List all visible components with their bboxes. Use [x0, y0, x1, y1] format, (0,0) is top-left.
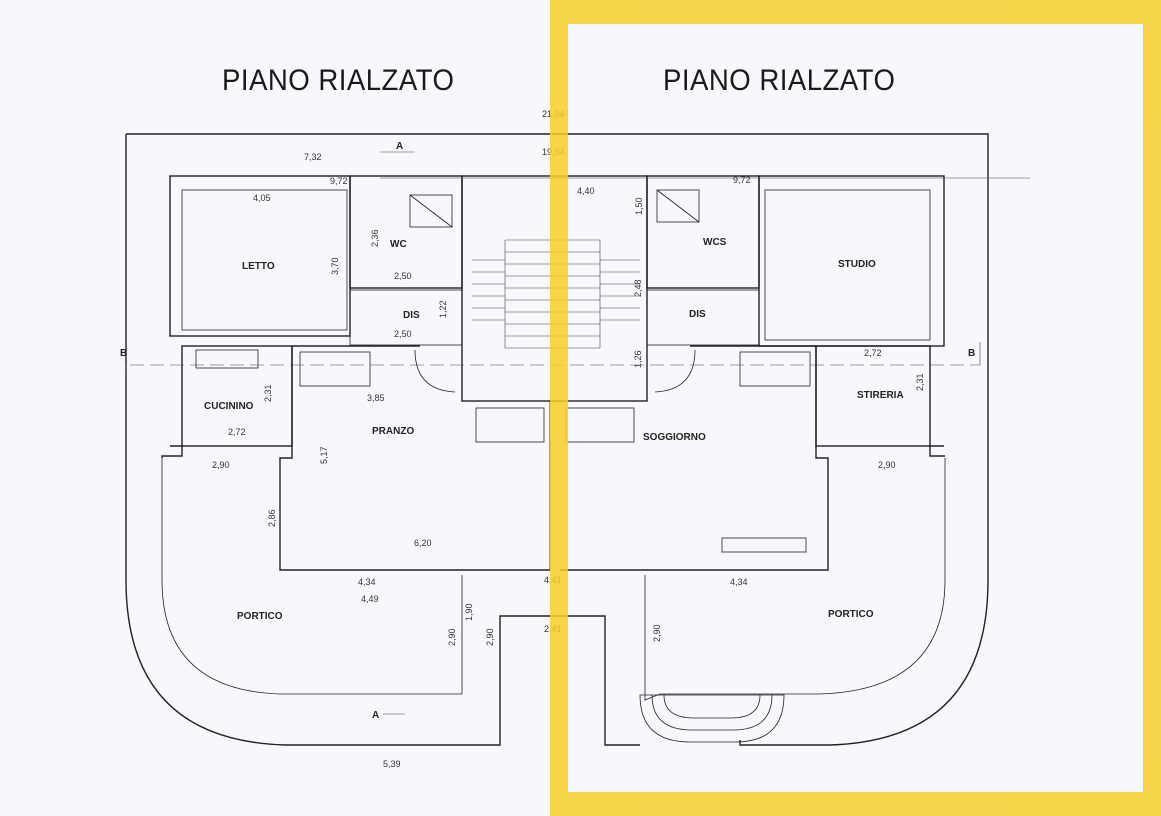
dim-2-90-c: 2,90 — [447, 628, 457, 646]
dim-2-31-left: 2,31 — [263, 384, 273, 402]
room-label-dis-left: DIS — [403, 310, 420, 321]
dim-4-34-right: 4,34 — [730, 577, 748, 587]
section-marker-a-bottom: A — [372, 710, 379, 721]
dim-1-22: 1,22 — [438, 300, 448, 318]
room-label-soggiorno: SOGGIORNO — [643, 432, 706, 443]
dim-4-05: 4,05 — [253, 193, 271, 203]
highlight-frame — [550, 0, 1161, 816]
dim-2-31-right: 2,31 — [915, 373, 925, 391]
shower-right-diag — [656, 189, 700, 223]
entry-arc-right — [654, 349, 696, 393]
portico-left-edge — [161, 458, 463, 695]
dim-2-50-a: 2,50 — [394, 271, 412, 281]
dim-5-17: 5,17 — [319, 446, 329, 464]
dim-5-39: 5,39 — [383, 759, 401, 769]
room-label-stireria: STIRERIA — [857, 390, 904, 401]
room-label-cucinino: CUCININO — [204, 401, 254, 412]
dim-2-86: 2,86 — [267, 509, 277, 527]
sofa-center-right — [565, 407, 635, 443]
room-label-dis-right: DIS — [689, 309, 706, 320]
dim-4-49: 4,49 — [361, 594, 379, 604]
dim-2-72-right: 2,72 — [864, 348, 882, 358]
room-label-wc: WC — [390, 239, 407, 250]
dim-2-72-left: 2,72 — [228, 427, 246, 437]
dim-1-90: 1,90 — [464, 603, 474, 621]
dim-3-85: 3,85 — [367, 393, 385, 403]
shower-left-diag — [409, 194, 453, 228]
pranzo-walls — [161, 345, 550, 571]
soggiorno-walls — [560, 345, 945, 571]
outer-boundary — [125, 133, 989, 746]
wcs-walls — [646, 175, 760, 289]
shower-left — [409, 194, 453, 228]
dim-9-72-right: 9,72 — [733, 175, 751, 185]
section-marker-b-left: B — [120, 348, 127, 359]
room-label-wcs: WCS — [703, 237, 727, 248]
title-left: PIANO RIALZATO — [222, 64, 455, 97]
dim-2-48: 2,48 — [633, 279, 643, 297]
room-label-letto: LETTO — [242, 261, 275, 272]
dim-1-50: 1,50 — [634, 197, 644, 215]
dim-6-20: 6,20 — [414, 538, 432, 548]
front-steps — [639, 694, 785, 743]
stove — [195, 349, 259, 369]
dim-7-32: 7,32 — [304, 152, 322, 162]
dim-2-90-e: 2,90 — [652, 624, 662, 642]
room-label-portico-left: PORTICO — [237, 611, 283, 622]
letto-room — [181, 189, 348, 331]
title-right: PIANO RIALZATO — [663, 64, 896, 97]
dim-3-70: 3,70 — [330, 257, 340, 275]
sofa-center-left — [475, 407, 545, 443]
sofa-left — [299, 351, 371, 387]
dim-2-90-d: 2,90 — [485, 628, 495, 646]
dim-2-90-a: 2,90 — [212, 460, 230, 470]
room-label-studio: STUDIO — [838, 259, 876, 270]
dim-4-40: 4,40 — [577, 186, 595, 196]
dim-1-26: 1,26 — [633, 350, 643, 368]
section-marker-b-right: B — [968, 348, 975, 359]
sofa-right — [739, 351, 811, 387]
dim-2-36: 2,36 — [370, 229, 380, 247]
dim-9-72-left: 9,72 — [330, 176, 348, 186]
dim-4-34-left: 4,34 — [358, 577, 376, 587]
section-marker-a-top: A — [396, 141, 403, 152]
portico-right-edge — [644, 458, 946, 701]
fireplace — [721, 537, 807, 553]
shower-right — [656, 189, 700, 223]
entry-arc-left — [414, 349, 456, 393]
room-label-pranzo: PRANZO — [372, 426, 414, 437]
room-label-portico-right: PORTICO — [828, 609, 874, 620]
studio-room — [764, 189, 931, 341]
dim-2-50-b: 2,50 — [394, 329, 412, 339]
dim-2-90-b: 2,90 — [878, 460, 896, 470]
